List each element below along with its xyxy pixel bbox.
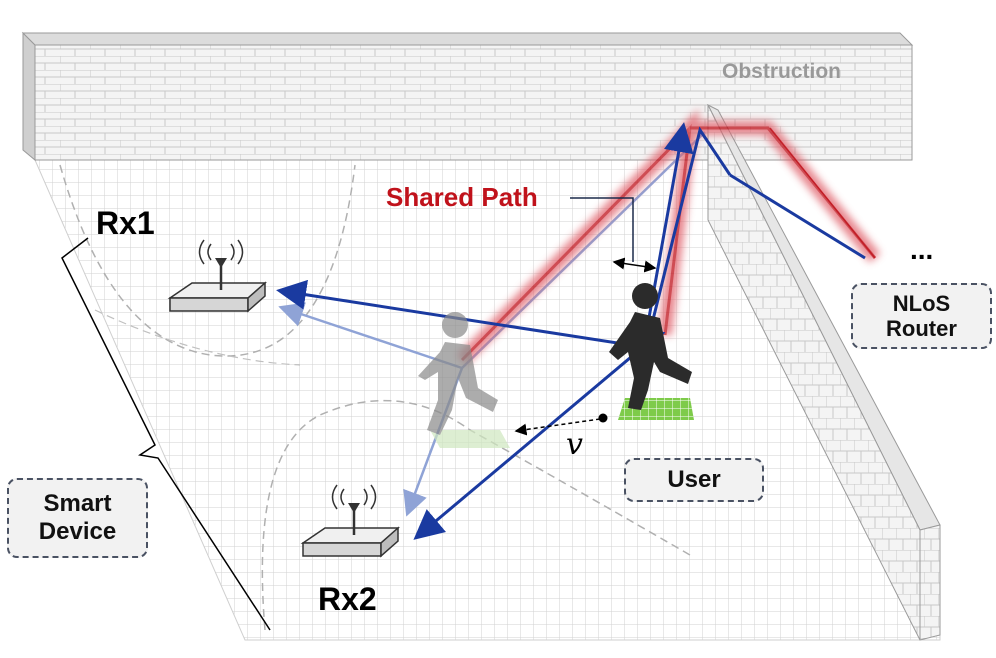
obstruction-wall	[21, 31, 914, 162]
ellipsis-label: ...	[910, 234, 934, 265]
smart-device-box: Smart Device	[7, 478, 148, 558]
obstruction-label: Obstruction	[722, 60, 841, 83]
velocity-label: v	[566, 427, 583, 462]
smart-device-brace	[61, 237, 271, 631]
rx2-router-icon	[300, 484, 400, 558]
coverage-arc-rx1	[59, 164, 356, 357]
nlos-router-line1: NLoS	[892, 290, 951, 316]
ghost-person-icon	[418, 312, 510, 448]
rx1-label: Rx1	[96, 205, 155, 241]
coverage-arc-rx2	[261, 399, 691, 631]
smart-device-line2: Device	[38, 518, 117, 545]
side-wall	[706, 103, 941, 641]
nlos-router-line2: Router	[886, 316, 957, 341]
smart-device-line1: Smart	[43, 490, 112, 518]
rx2-label: Rx2	[318, 581, 377, 617]
coverage-arc-rx1-lower	[94, 309, 301, 366]
shared-path-label: Shared Path	[386, 182, 538, 212]
user-box: User	[624, 458, 764, 502]
shared-path-callout	[570, 197, 657, 273]
nlos-router-box: NLoS Router	[851, 283, 992, 349]
user-person-icon	[609, 283, 694, 420]
rx1-router-icon	[167, 239, 267, 313]
velocity-arrow	[514, 413, 608, 436]
user-label: User	[667, 466, 721, 494]
